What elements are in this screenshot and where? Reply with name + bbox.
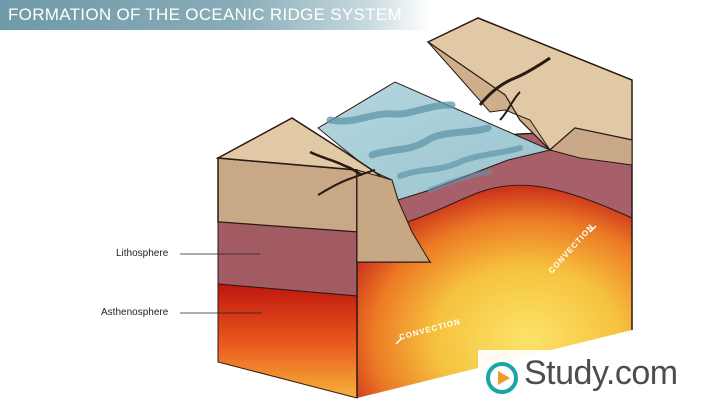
lithosphere-label: Lithosphere	[116, 248, 168, 259]
play-circle-icon	[486, 362, 518, 394]
brand-logo-text: Study.com	[524, 354, 678, 393]
asthenosphere-label: Asthenosphere	[101, 307, 168, 318]
front-face	[218, 158, 357, 398]
